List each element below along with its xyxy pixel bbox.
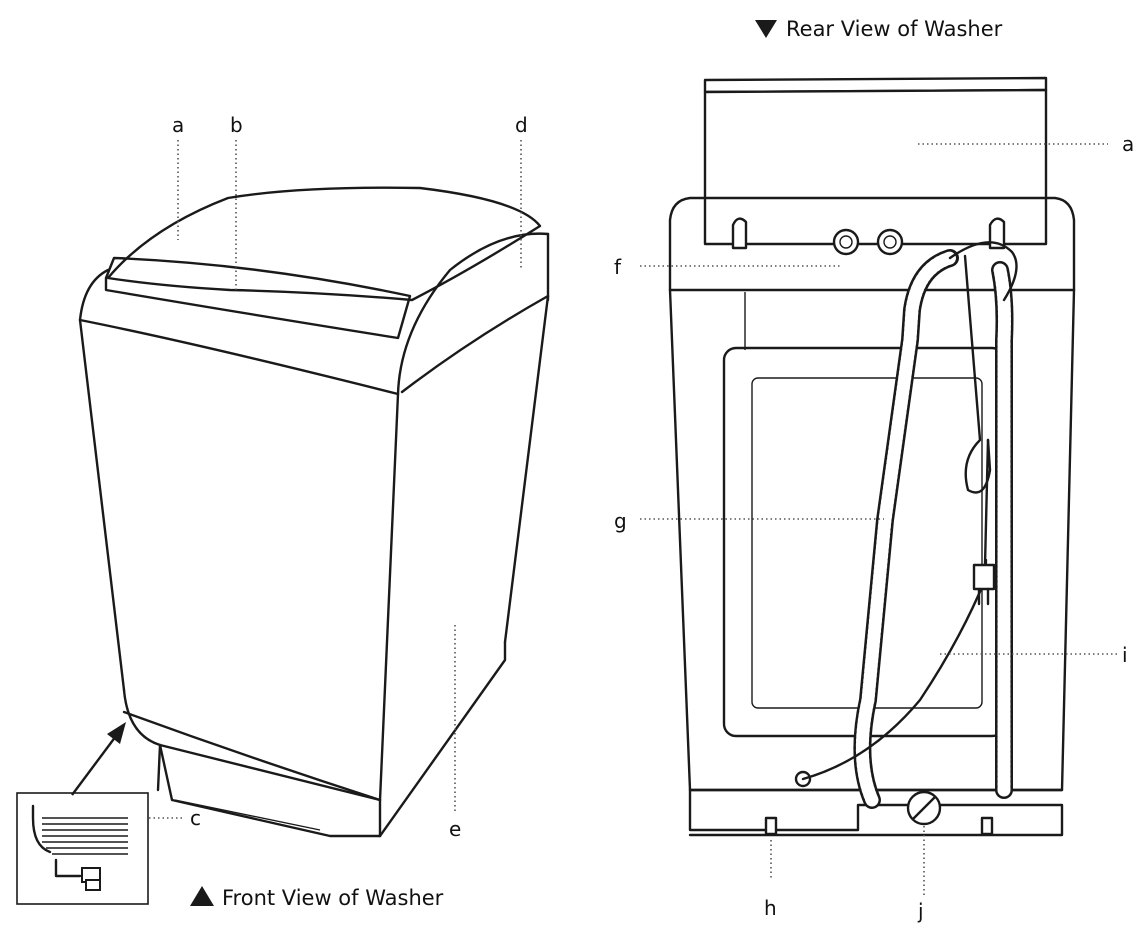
rear-label-h: h bbox=[764, 896, 777, 920]
rear-label-a: a bbox=[1122, 132, 1134, 156]
triangle-up-icon bbox=[190, 886, 214, 906]
rear-label-f: f bbox=[614, 255, 622, 279]
front-view-caption: Front View of Washer bbox=[222, 886, 444, 910]
front-label-a: a bbox=[172, 113, 184, 137]
front-label-d: d bbox=[515, 113, 528, 137]
rear-label-i: i bbox=[1122, 643, 1128, 667]
front-label-c: c bbox=[190, 806, 201, 830]
rear-washer bbox=[668, 76, 1076, 837]
front-washer bbox=[78, 140, 550, 838]
leveling-foot-inset bbox=[16, 792, 149, 905]
front-label-e: e bbox=[449, 817, 461, 841]
triangle-down-icon bbox=[755, 20, 777, 38]
rear-view-caption: Rear View of Washer bbox=[786, 17, 1003, 41]
rear-label-j: j bbox=[917, 899, 924, 923]
front-label-b: b bbox=[230, 113, 243, 137]
rear-label-g: g bbox=[614, 509, 627, 533]
